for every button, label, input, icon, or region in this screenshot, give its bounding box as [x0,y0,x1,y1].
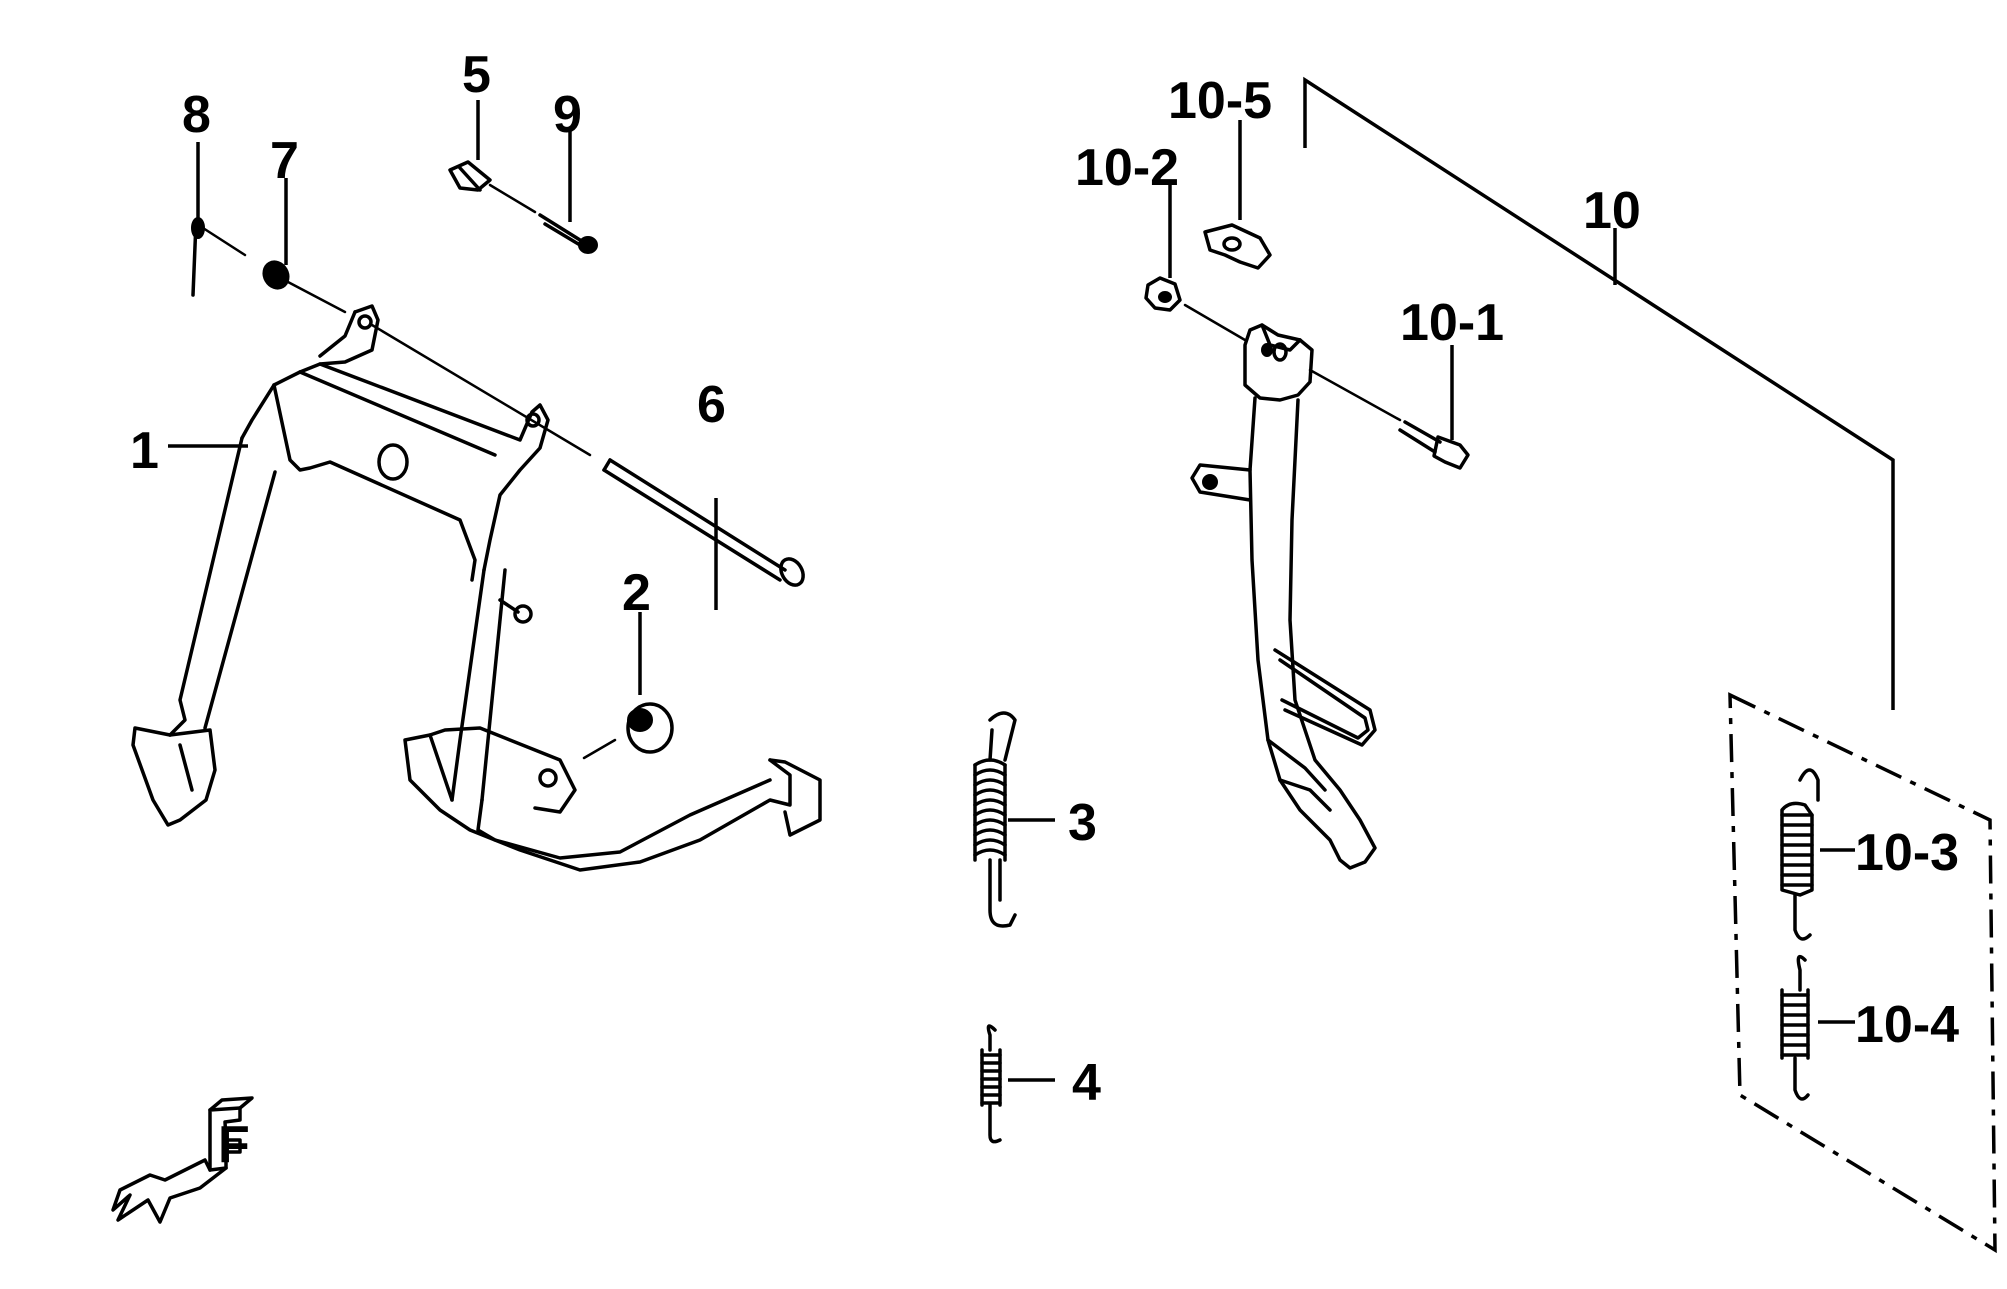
washer-7 [262,260,347,314]
label-part-10-3: 10-3 [1855,824,1959,882]
leader-lines [168,100,1855,1082]
main-stand [131,304,822,872]
spring-3 [973,711,1017,928]
label-part-5: 5 [462,46,491,104]
direction-marker-label: F [218,1116,250,1174]
label-part-10-2: 10-2 [1075,139,1179,197]
label-part-9: 9 [553,86,582,144]
cotter-pin-8 [191,217,247,297]
bolt-9 [538,213,598,254]
subassembly-box [1728,692,1997,1254]
stopper-2 [582,702,674,760]
bolt-10-1 [1308,368,1470,470]
label-part-10-4: 10-4 [1855,996,1959,1054]
label-part-2: 2 [622,564,651,622]
pivot-shaft [370,323,805,587]
label-part-4: 4 [1072,1054,1101,1112]
washer-10-5 [1203,223,1272,270]
spring-4 [980,1024,1002,1144]
label-part-10-1: 10-1 [1400,294,1504,352]
collar-5 [448,160,537,214]
label-part-10: 10 [1583,182,1641,240]
label-part-3: 3 [1068,794,1097,852]
label-part-10-5: 10-5 [1168,72,1272,130]
group-bracket-10 [1303,76,1895,710]
label-part-8: 8 [182,86,211,144]
spring-10-4 [1780,954,1810,1101]
label-part-1: 1 [130,422,159,480]
spring-10-3 [1780,768,1820,941]
side-stand [1190,323,1377,870]
label-part-6: 6 [697,376,726,434]
direction-arrow-icon: F [111,1096,254,1224]
nut-10-2 [1144,276,1247,342]
label-part-7: 7 [270,132,299,190]
